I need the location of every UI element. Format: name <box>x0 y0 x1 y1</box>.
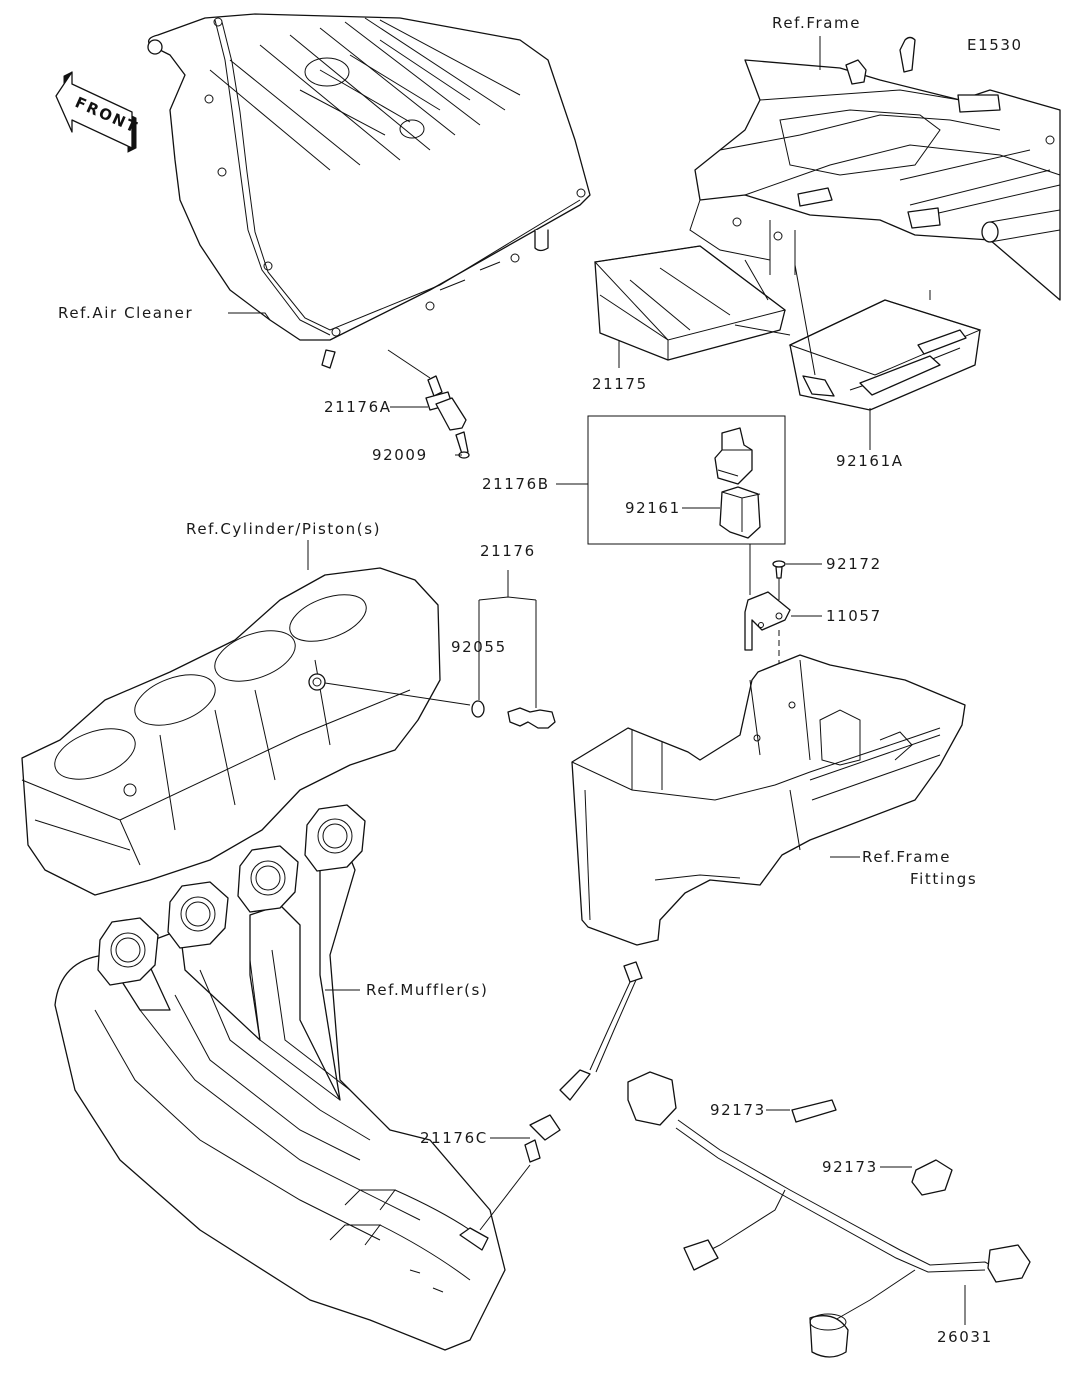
relay-21176B-box <box>587 415 786 595</box>
part-label-26031[interactable]: 26031 <box>937 1328 993 1346</box>
o2-sensor-21176C-drawing <box>479 961 643 1231</box>
cylinder-block-drawing <box>21 567 441 896</box>
frame-drawing <box>689 36 1061 301</box>
part-label-21176A[interactable]: 21176A <box>324 398 392 416</box>
bracket-11057-drawing <box>744 560 791 830</box>
ecu-21175-drawing <box>593 245 787 361</box>
part-label-92055[interactable]: 92055 <box>451 638 507 656</box>
part-label-21176[interactable]: 21176 <box>480 542 536 560</box>
part-label-21175[interactable]: 21175 <box>592 375 648 393</box>
ref-air-cleaner-label: Ref.Air Cleaner <box>58 304 194 322</box>
harness-26031-drawing <box>627 1071 1031 1358</box>
part-label-92009[interactable]: 92009 <box>372 446 428 464</box>
exhaust-flanges <box>97 804 366 986</box>
leader-lines <box>228 36 966 1325</box>
ref-frame-fittings-label-line2: Fittings <box>910 870 978 888</box>
part-label-92172[interactable]: 92172 <box>826 555 882 573</box>
part-label-11057[interactable]: 11057 <box>826 607 882 625</box>
air-cleaner-drawing <box>147 13 591 369</box>
diagram-code: E1530 <box>967 36 1023 54</box>
ref-frame-label: Ref.Frame <box>772 14 862 32</box>
part-label-92173-b[interactable]: 92173 <box>822 1158 878 1176</box>
exhaust-header-drawing <box>54 804 506 1351</box>
ecu-cover-92161A-drawing <box>788 299 982 411</box>
part-label-92161[interactable]: 92161 <box>625 499 681 517</box>
part-label-92161A[interactable]: 92161A <box>836 452 904 470</box>
ref-frame-fittings-label-line1: Ref.Frame <box>862 848 952 866</box>
part-label-92173-a[interactable]: 92173 <box>710 1101 766 1119</box>
temp-sensor-21176-drawing <box>324 570 556 729</box>
frame-fittings-tray-drawing <box>571 654 966 946</box>
front-arrow-icon: FRONT <box>55 71 141 153</box>
sensor-21176A-drawing <box>387 349 470 459</box>
part-label-21176C[interactable]: 21176C <box>420 1129 488 1147</box>
ref-cylinder-label: Ref.Cylinder/Piston(s) <box>186 520 382 538</box>
ref-muffler-label: Ref.Muffler(s) <box>366 981 489 999</box>
part-label-21176B[interactable]: 21176B <box>482 475 550 493</box>
